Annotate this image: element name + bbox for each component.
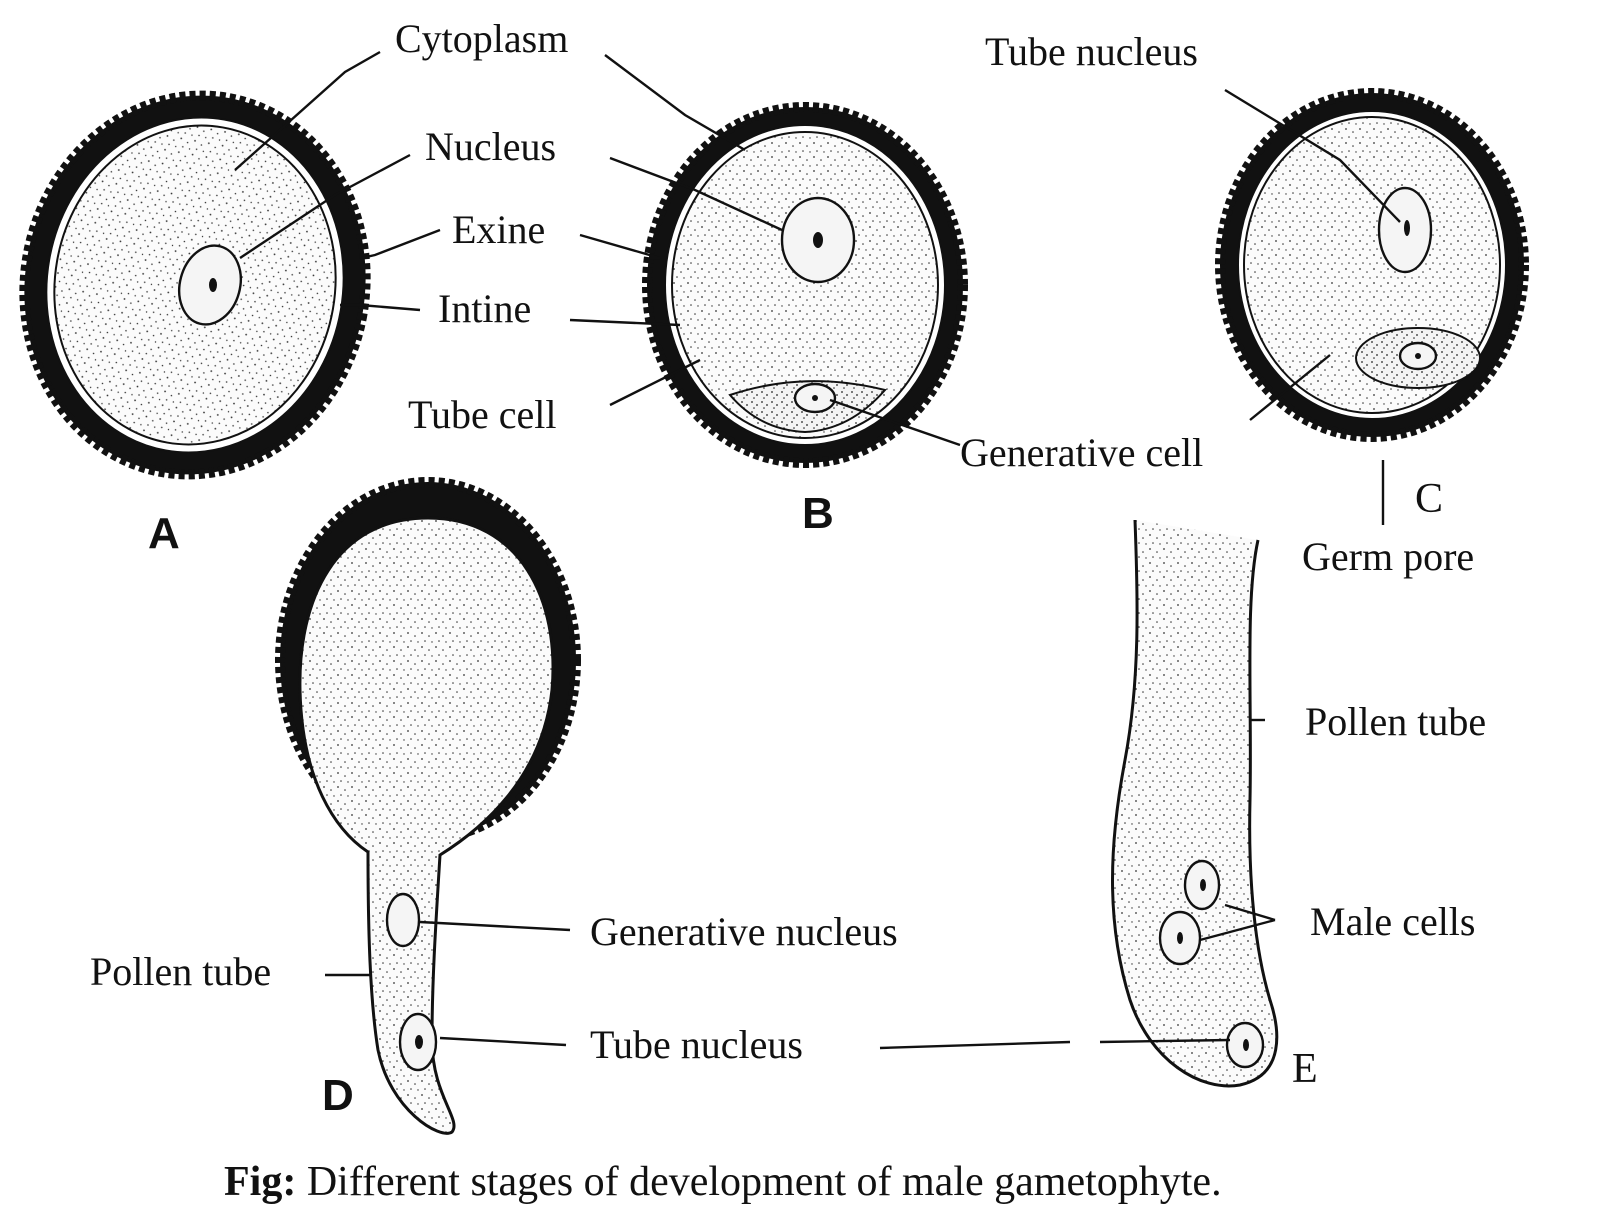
label-pollen-tube-e: Pollen tube [1305,699,1486,744]
leader-lines [234,50,1401,1050]
generative-nucleus [385,892,421,948]
cytoplasm [671,131,939,439]
nucleolus [1415,353,1421,359]
nucleolus [209,278,217,292]
label-germ-pore: Germ pore [1302,534,1474,579]
caption-prefix: Fig: [224,1159,296,1205]
nucleolus [1200,879,1206,891]
label-pollen-tube-d: Pollen tube [90,949,271,994]
stage-label-a: A [148,509,180,558]
nucleolus [813,232,823,248]
label-generative-cell: Generative cell [960,430,1203,475]
nucleolus [1243,1039,1249,1051]
label-nucleus: Nucleus [425,124,556,169]
stage-label-c: C [1415,476,1443,522]
label-intine: Intine [438,286,531,331]
stage-d-germinating-pollen [275,477,581,1135]
stage-c-pollen-grain [1215,88,1529,442]
pollen-tube-body [1111,519,1279,1088]
label-tube-nucleus-d: Tube nucleus [590,1022,803,1067]
label-tube-nucleus-c: Tube nucleus [985,29,1198,74]
stage-e-pollen-tube [1111,519,1279,1088]
figure-caption: Fig: Different stages of development of … [224,1159,1222,1205]
stage-label-d: D [322,1071,354,1120]
label-generative-nucleus: Generative nucleus [590,909,898,954]
nucleolus [415,1035,423,1049]
label-cytoplasm: Cytoplasm [395,16,568,61]
stage-b-pollen-grain [642,102,968,468]
stage-label-e: E [1292,1046,1318,1092]
nucleolus [1177,932,1183,944]
stage-a-pollen-grain [19,90,371,480]
label-tube-cell: Tube cell [408,392,557,437]
nucleolus [1404,220,1410,236]
caption-text: Different stages of development of male … [296,1159,1221,1205]
pollen-tube-body [298,516,555,1135]
stage-label-b: B [802,489,834,538]
label-exine: Exine [452,207,545,252]
label-male-cells: Male cells [1310,899,1476,944]
nucleolus [812,395,818,401]
